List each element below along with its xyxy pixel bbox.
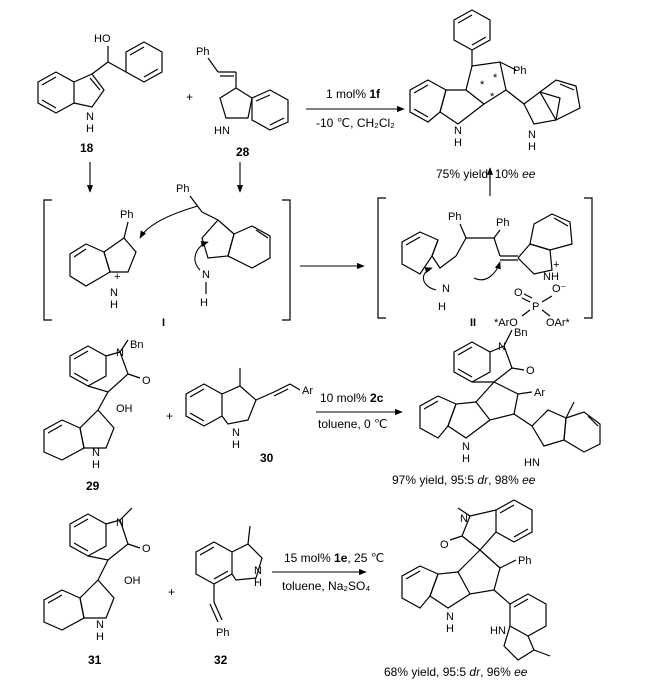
o-label-product: O (526, 365, 535, 377)
stereo-star-3: * (490, 91, 495, 103)
phosphate-p: P (532, 301, 539, 313)
bracket-left-II (377, 197, 386, 319)
ii-n-left: N (442, 283, 450, 295)
h-label-32: H (254, 577, 262, 589)
product-row3: N O Ph N H HN (401, 499, 551, 661)
cation-h: H (110, 299, 118, 311)
product-nh-label: N (454, 125, 462, 137)
bracket-right-II (584, 197, 593, 319)
h-indole-31: H (96, 631, 104, 643)
oh-label-31: OH (124, 575, 141, 587)
ii-plus: + (553, 259, 559, 271)
intermediate-II: Ph Ph N H + NH O P O⁻ *ArO OAr* II (377, 197, 593, 329)
n-label-29: N (116, 347, 124, 359)
phosphate-aro: *ArO (494, 317, 518, 329)
nucleophile-n: N (202, 269, 210, 281)
pendant-nh-label: N (528, 129, 536, 141)
carbonyl-o-29: O (142, 375, 151, 387)
h-fused-product3: H (446, 623, 454, 635)
bracket-left-I (43, 199, 52, 321)
nucleophile-h: H (200, 297, 208, 309)
n-indole-29: N (92, 447, 100, 459)
h-fused-product: H (462, 453, 470, 465)
yield-row2: 97% yield, 95:5 dr, 98% ee (392, 473, 536, 487)
compound-30: Ar N H 30 (185, 368, 313, 465)
nucleophile-phenyl: Ph (176, 183, 189, 195)
nh-label: N (86, 111, 94, 123)
compound-label-18: 18 (80, 141, 94, 155)
product-nh-h: H (454, 137, 462, 149)
conditions-catalyst-row1: 1 mol% 1f (326, 87, 381, 101)
ph-label-product3: Ph (518, 555, 531, 567)
compound-18: HO N H 18 (37, 33, 163, 155)
compound-label-30: 30 (260, 451, 274, 465)
pendant-nh-h: H (528, 141, 536, 153)
bn-label-29: Bn (130, 339, 143, 351)
h-label-30: H (232, 439, 240, 451)
label-II: II (470, 317, 476, 329)
hn-label-product3: HN (490, 625, 506, 637)
hn-label: HN (214, 125, 230, 137)
plus-sign-row3: + (168, 585, 175, 599)
intermediate-I: Ph + N H Ph N H I (43, 183, 291, 329)
hydroxyl-label: HO (94, 33, 111, 45)
n-label-31: N (116, 517, 124, 529)
o-label-31: O (142, 543, 151, 555)
label-I: I (162, 317, 165, 329)
n-label-32: N (254, 565, 262, 577)
product-phenyl-label: Ph (513, 65, 526, 77)
aryl-label-30: Ar (302, 385, 313, 397)
ph-label-32: Ph (216, 627, 229, 639)
compound-label-28: 28 (236, 145, 250, 159)
stereo-star-2: * (493, 72, 498, 84)
cation-phenyl-label: Ph (120, 209, 133, 221)
n-fused-product3: N (446, 611, 454, 623)
nh-h-label: H (86, 123, 94, 135)
product-row2: Bn N O Ar N H HN (419, 327, 601, 469)
bn-label-product: Bn (514, 327, 527, 339)
hn-label-product: HN (524, 457, 540, 469)
compound-28: Ph HN 28 (196, 46, 289, 159)
ar-label-product: Ar (534, 387, 545, 399)
phosphate-oar: OAr* (546, 317, 571, 329)
conditions-solvent-row1: -10 ℃, CH₂Cl₂ (316, 116, 395, 130)
n-label-product3: N (460, 513, 468, 525)
stereo-star-1: * (480, 79, 485, 91)
yield-row1: 75% yield, 10% ee (436, 167, 536, 181)
yield-row3: 68% yield, 95:5 dr, 96% ee (384, 665, 528, 679)
bracket-right-I (282, 199, 291, 321)
phosphate-o-top: O (514, 287, 523, 299)
ii-h-left: H (438, 301, 446, 313)
phenyl-label: Ph (196, 46, 209, 58)
conditions-catalyst-row3: 15 mol% 1e, 25 ℃ (284, 551, 384, 565)
n-label-product: N (498, 341, 506, 353)
ii-phenyl-1: Ph (448, 211, 461, 223)
compound-32: N H Ph 32 (195, 525, 263, 667)
cation-n: N (110, 287, 118, 299)
compound-label-32: 32 (214, 653, 228, 667)
ii-phenyl-2: Ph (496, 217, 509, 229)
oh-label-29: OH (116, 403, 133, 415)
cation-plus: + (114, 271, 120, 283)
plus-sign-row2: + (166, 409, 173, 423)
conditions-catalyst-row2: 10 mol% 2c (320, 391, 384, 405)
phosphate-o-minus: O⁻ (552, 283, 567, 295)
product-row1: Ph * * * N H N H (409, 9, 581, 153)
compound-29: Bn N O OH N H 29 (43, 339, 151, 493)
compound-31: N O OH N H 31 (43, 507, 151, 667)
conditions-solvent-row2: toluene, 0 ℃ (318, 417, 388, 431)
compound-label-31: 31 (88, 653, 102, 667)
ii-nh-plus: NH (543, 271, 559, 283)
plus-sign-row1: + (186, 90, 193, 104)
conditions-solvent-row3: toluene, Na₂SO₄ (282, 579, 370, 593)
h-indole-29: H (92, 459, 100, 471)
n-fused-product: N (462, 441, 470, 453)
o-label-product3: O (440, 539, 449, 551)
compound-label-29: 29 (86, 479, 100, 493)
n-label-30: N (232, 427, 240, 439)
n-indole-31: N (96, 619, 104, 631)
